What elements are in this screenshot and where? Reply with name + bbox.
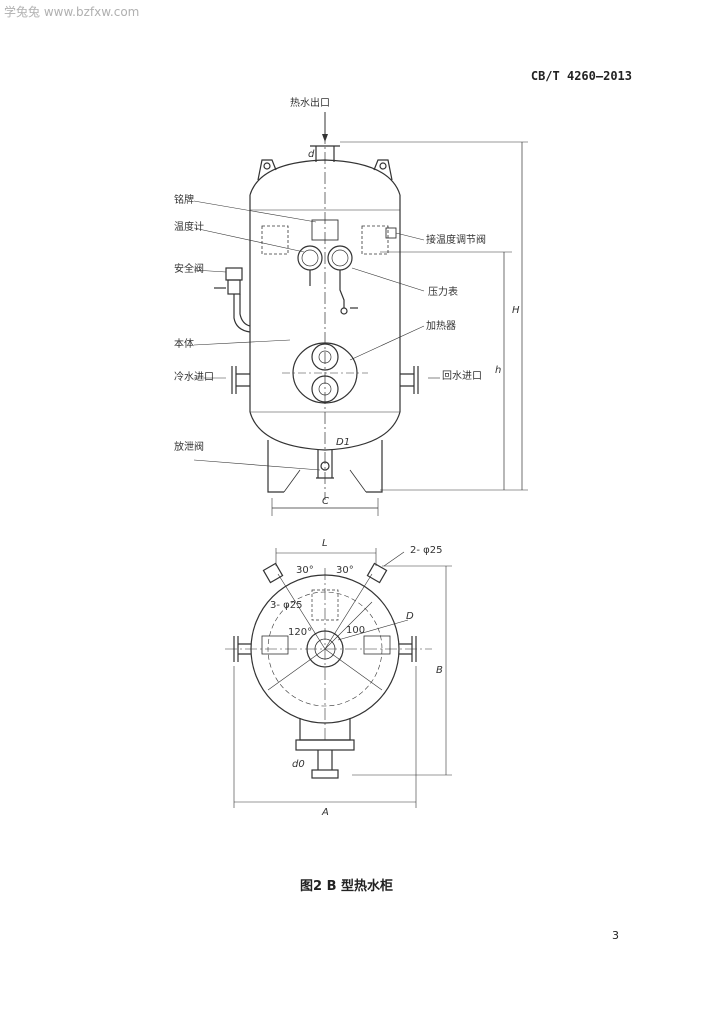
label-drain-valve: 放泄阀 bbox=[174, 442, 204, 453]
label-nameplate: 铭牌 bbox=[174, 195, 194, 206]
dim-100: 100 bbox=[346, 625, 366, 636]
page-number: 3 bbox=[612, 929, 619, 942]
figure-caption: 图2 B 型热水柜 bbox=[300, 879, 394, 894]
watermark: 学兔兔 www.bzfxw.com bbox=[4, 5, 140, 19]
dim-H: H bbox=[512, 305, 520, 316]
dim-A: A bbox=[322, 807, 329, 818]
label-return-water-inlet: 回水进口 bbox=[442, 371, 482, 382]
dim-d-outlet: d bbox=[308, 149, 315, 160]
dim-h: h bbox=[495, 365, 502, 376]
angle-30-left: 30° bbox=[296, 565, 314, 576]
label-safety-valve: 安全阀 bbox=[174, 264, 204, 275]
angle-30-right: 30° bbox=[336, 565, 354, 576]
dim-B: B bbox=[436, 665, 443, 676]
dim-2-holes: 2- φ25 bbox=[410, 545, 443, 556]
dim-D1: D1 bbox=[336, 437, 351, 448]
standard-number: CB/T 4260—2013 bbox=[530, 69, 632, 83]
dim-3-holes: 3- φ25 bbox=[270, 600, 303, 611]
dim-d0: d0 bbox=[292, 759, 305, 770]
front-view bbox=[193, 112, 528, 516]
top-view bbox=[225, 548, 452, 808]
label-cold-water-inlet: 冷水进口 bbox=[174, 372, 214, 383]
label-body: 本体 bbox=[174, 339, 194, 350]
label-pressure-gauge: 压力表 bbox=[428, 287, 458, 298]
label-temp-regulator: 接温度调节阀 bbox=[426, 235, 486, 246]
label-hot-water-outlet: 热水出口 bbox=[290, 98, 330, 109]
label-heater: 加热器 bbox=[426, 321, 456, 332]
angle-120: 120° bbox=[288, 627, 313, 638]
dim-L: L bbox=[322, 538, 328, 549]
dim-D: D bbox=[406, 611, 414, 622]
label-thermometer: 温度计 bbox=[174, 222, 204, 233]
dim-C: C bbox=[322, 496, 329, 507]
